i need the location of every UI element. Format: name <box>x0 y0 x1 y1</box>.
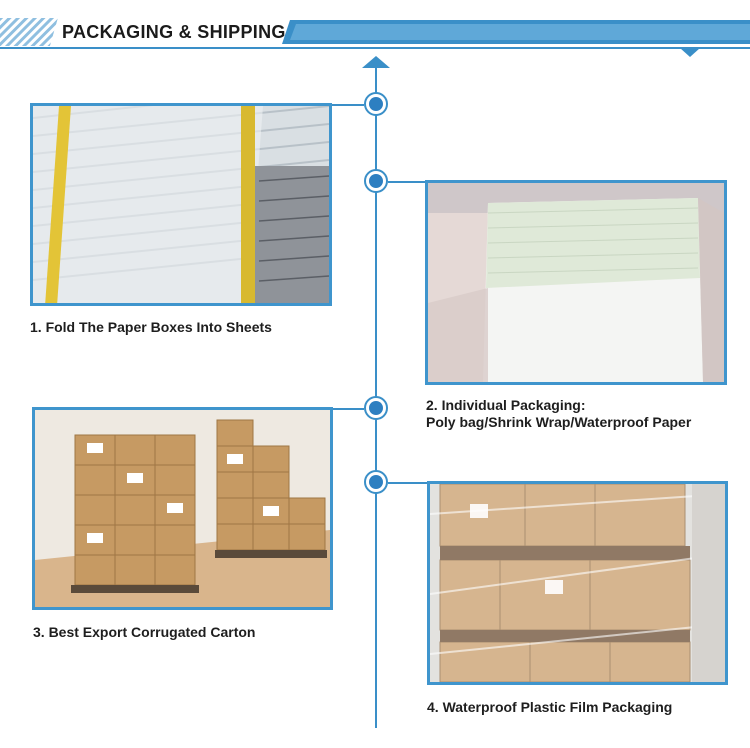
step-1-caption: 1. Fold The Paper Boxes Into Sheets <box>30 319 272 335</box>
timeline-arrow-icon <box>362 56 390 68</box>
photo-individual-packaging <box>425 180 727 385</box>
step-4-caption: 4. Waterproof Plastic Film Packaging <box>427 699 673 715</box>
header-ribbon-graphic <box>0 18 750 57</box>
step-3-caption: 3. Best Export Corrugated Carton <box>33 624 256 640</box>
photo-folded-sheets <box>30 103 332 306</box>
step-2-caption-line-1: 2. Individual Packaging: <box>426 397 586 413</box>
timeline-node-4 <box>364 470 388 494</box>
connector-step-1 <box>330 104 364 106</box>
photo-corrugated-cartons <box>32 407 333 610</box>
timeline-node-2 <box>364 169 388 193</box>
connector-step-3 <box>332 408 364 410</box>
timeline-node-3 <box>364 396 388 420</box>
page-title: PACKAGING & SHIPPING <box>62 22 286 42</box>
photo-plastic-film-packaging <box>427 481 728 685</box>
connector-step-2 <box>388 181 428 183</box>
connector-step-4 <box>388 482 428 484</box>
step-2-caption-line-2: Poly bag/Shrink Wrap/Waterproof Paper <box>426 414 692 430</box>
timeline-node-1 <box>364 92 388 116</box>
header-banner: PACKAGING & SHIPPING <box>0 0 750 62</box>
